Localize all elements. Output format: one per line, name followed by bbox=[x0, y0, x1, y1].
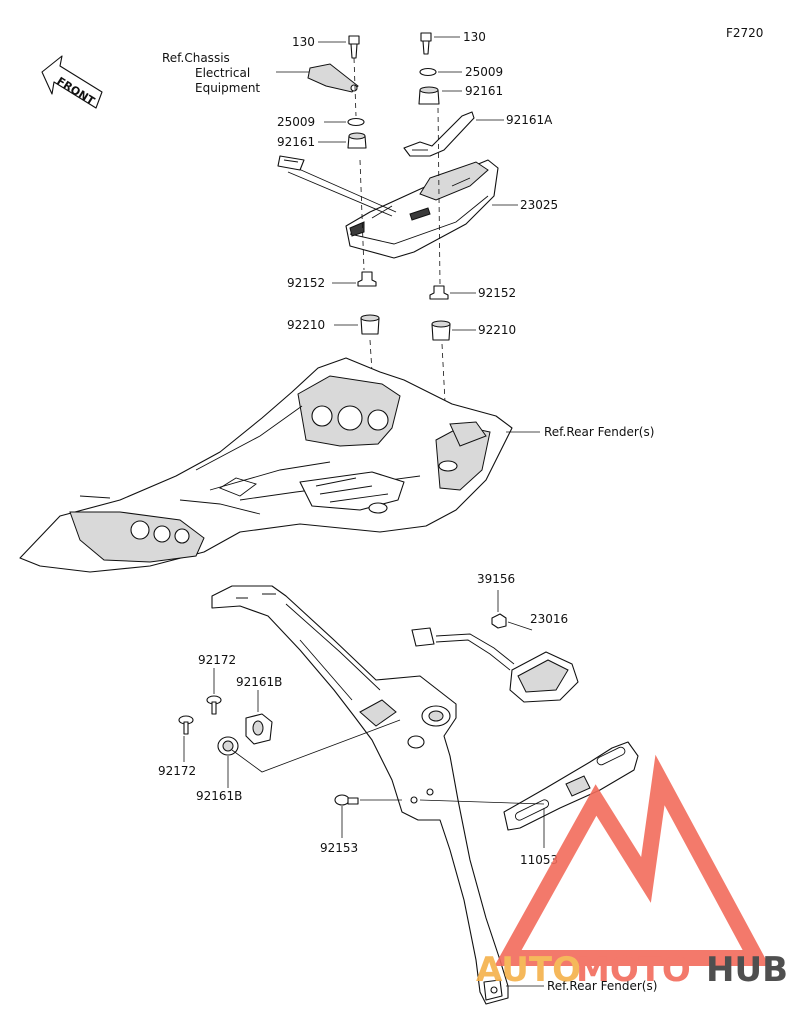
license-light-23016 bbox=[411, 627, 579, 703]
license-bracket bbox=[211, 585, 509, 1005]
callout-92152-left: 92152 bbox=[287, 276, 325, 290]
collar-92152-left bbox=[357, 271, 377, 287]
bushing-92210-left bbox=[360, 314, 380, 335]
bolt-130-left bbox=[348, 35, 360, 59]
tail-light-23025 bbox=[345, 159, 499, 259]
callout-92161B-bottom: 92161B bbox=[196, 789, 242, 803]
callout-23016: 23016 bbox=[530, 612, 568, 626]
bulb-39156 bbox=[491, 613, 507, 629]
callout-25009-right: 25009 bbox=[465, 65, 503, 79]
callout-92172-top: 92172 bbox=[198, 653, 236, 667]
front-arrow-icon: FRONT bbox=[41, 55, 103, 109]
bolt-130-right bbox=[420, 32, 432, 55]
rear-fender-cowl bbox=[19, 357, 513, 573]
callout-92161A: 92161A bbox=[506, 113, 553, 127]
watermark-text-auto: AUTO bbox=[476, 950, 581, 990]
callout-92210-left: 92210 bbox=[287, 318, 325, 332]
callout-130-right: 130 bbox=[463, 30, 486, 44]
washer-25009-right bbox=[419, 67, 437, 77]
callout-23025: 23025 bbox=[520, 198, 558, 212]
screw-92172-bottom bbox=[178, 715, 194, 735]
collar-92152-right bbox=[429, 285, 449, 300]
callout-92161-right: 92161 bbox=[465, 84, 503, 98]
ref-chassis-line3: Equipment bbox=[195, 81, 260, 95]
washer-25009-left bbox=[347, 117, 365, 127]
ground-strap bbox=[307, 63, 359, 93]
callout-92152-right: 92152 bbox=[478, 286, 516, 300]
bolt-92153 bbox=[334, 794, 359, 806]
automotohub-watermark: AUTO MOTO HUB bbox=[476, 754, 788, 990]
bracket-11053 bbox=[503, 741, 639, 831]
ref-chassis-line1: Ref.Chassis bbox=[162, 51, 230, 65]
callout-25009-left: 25009 bbox=[277, 115, 315, 129]
tail-light-wiring bbox=[277, 155, 397, 217]
callout-92161B-top: 92161B bbox=[236, 675, 282, 689]
callout-39156: 39156 bbox=[477, 572, 515, 586]
ref-rear-fender-bottom: Ref.Rear Fender(s) bbox=[547, 979, 657, 993]
callout-92172-bottom: 92172 bbox=[158, 764, 196, 778]
bracket-92161A bbox=[403, 111, 475, 157]
bushing-92210-right bbox=[431, 320, 451, 341]
ref-chassis-line2: Electrical bbox=[195, 66, 250, 80]
callout-92210-right: 92210 bbox=[478, 323, 516, 337]
callout-92161-left: 92161 bbox=[277, 135, 315, 149]
figure-code: F2720 bbox=[726, 26, 763, 40]
grommet-92161B-top bbox=[245, 713, 273, 745]
ref-rear-fender-top: Ref.Rear Fender(s) bbox=[544, 425, 654, 439]
callout-11053: 11053 bbox=[520, 853, 558, 867]
grommet-92161-right bbox=[418, 86, 440, 105]
grommet-92161-left bbox=[347, 132, 367, 149]
screw-92172-top bbox=[206, 695, 222, 715]
watermark-text-moto: MOTO bbox=[576, 950, 691, 990]
watermark-text-hub: HUB bbox=[706, 950, 788, 990]
callout-92153: 92153 bbox=[320, 841, 358, 855]
callout-130-left: 130 bbox=[292, 35, 315, 49]
